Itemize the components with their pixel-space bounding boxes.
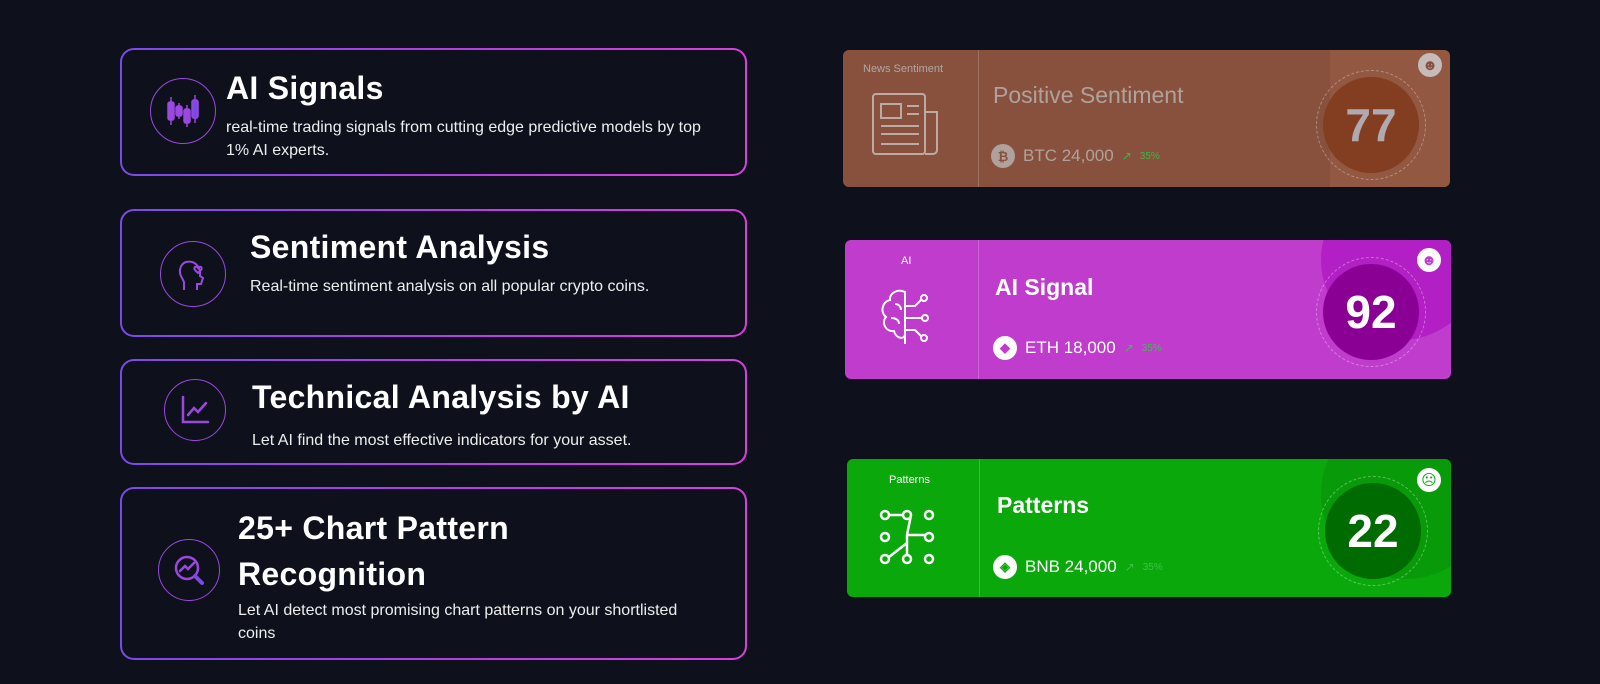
line-chart-icon [164, 379, 226, 441]
feature-description: Let AI find the most effective indicator… [252, 432, 632, 449]
candlestick-icon [150, 78, 216, 144]
feature-description: Let AI detect most promising chart patte… [238, 602, 678, 642]
coin-price: ◆ ETH 18,000 ↗ 35% [993, 336, 1162, 360]
sad-emoji-icon: ☹ [1417, 468, 1441, 492]
change-percent: 35% [1141, 342, 1162, 354]
coin-value: BTC 24,000 [1023, 146, 1114, 165]
score-circle: 22 [1318, 476, 1428, 586]
pattern-nodes-icon [879, 509, 935, 565]
brain-icon [881, 289, 929, 344]
magnifier-chart-icon [158, 539, 220, 601]
feature-description: real-time trading signals from cutting e… [226, 119, 701, 159]
coin-price: ◈ BNB 24,000 ↗ 35% [993, 555, 1163, 579]
devil-emoji-icon: ☻ [1417, 248, 1441, 272]
coin-price: ₿ BTC 24,000 ↗ 35% [991, 144, 1160, 168]
trend-up-icon: ↗ [1121, 149, 1132, 163]
head-heart-icon [160, 241, 226, 307]
newspaper-icon [872, 93, 938, 155]
feature-title: 25+ Chart Pattern Recognition [238, 510, 509, 592]
feature-chart-pattern: 25+ Chart Pattern Recognition Let AI det… [120, 487, 747, 660]
coin-value: BNB 24,000 [1025, 557, 1117, 576]
feature-technical-analysis: Technical Analysis by AI Let AI find the… [120, 359, 747, 465]
feature-ai-signals: AI Signals real-time trading signals fro… [120, 48, 747, 176]
news-sentiment-card: News Sentiment Positive Sentiment ₿ BTC … [843, 50, 1450, 187]
card-title: AI Signal [995, 274, 1094, 300]
trend-up-icon: ↗ [1123, 341, 1134, 355]
card-label: AI [901, 255, 912, 267]
change-percent: 35% [1142, 561, 1163, 573]
patterns-card: Patterns Patterns ◈ BNB 24,000 ↗ 35% 22 … [847, 459, 1451, 597]
score-circle: 77 [1316, 70, 1426, 180]
card-label: News Sentiment [863, 63, 944, 75]
feature-sentiment-analysis: Sentiment Analysis Real-time sentiment a… [120, 209, 747, 337]
bitcoin-icon: ₿ [991, 144, 1015, 168]
change-percent: 35% [1139, 150, 1160, 162]
feature-description: Real-time sentiment analysis on all popu… [250, 278, 650, 295]
score-circle: 92 [1316, 257, 1426, 367]
feature-title: AI Signals [226, 70, 384, 106]
feature-title: Sentiment Analysis [250, 229, 550, 265]
feature-title: Technical Analysis by AI [252, 379, 630, 415]
happy-emoji-icon: ☻ [1418, 53, 1442, 77]
coin-value: ETH 18,000 [1025, 338, 1116, 357]
card-label: Patterns [889, 474, 930, 486]
bnb-icon: ◈ [993, 555, 1017, 579]
ethereum-icon: ◆ [993, 336, 1017, 360]
card-title: Patterns [997, 492, 1090, 518]
trend-up-icon: ↗ [1124, 560, 1135, 574]
ai-signal-card: AI AI Signal ◆ ETH 18,000 ↗ 35% 92 ☻ [845, 240, 1451, 379]
card-title: Positive Sentiment [993, 82, 1184, 108]
